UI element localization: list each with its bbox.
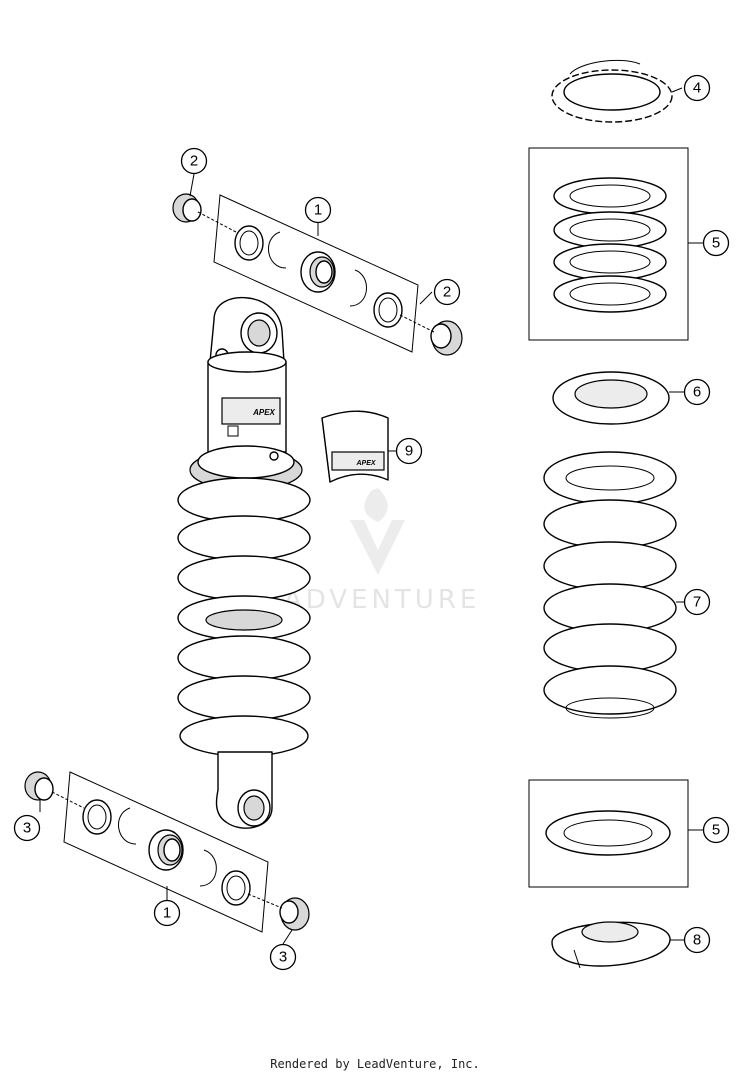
svg-text:4: 4 <box>693 80 701 97</box>
spring-seat <box>552 371 670 425</box>
upper-seal-ring-right <box>373 292 403 328</box>
upper-circlip-left <box>268 231 287 269</box>
adjuster-ring <box>551 59 673 123</box>
callout-2-right: 2 <box>433 278 461 306</box>
lower-bushing-left <box>24 771 85 809</box>
svg-text:8: 8 <box>693 932 701 949</box>
lower-kit-panel <box>63 771 269 933</box>
upper-circlip-right <box>349 269 367 307</box>
sleeve-decal-text: APEX <box>355 460 376 467</box>
callout-3-left: 3 <box>13 814 41 842</box>
upper-spherical-bearing <box>300 251 336 293</box>
callout-3-right: 3 <box>269 943 297 971</box>
upper-bearing-kit <box>213 194 419 353</box>
svg-text:2: 2 <box>190 153 198 170</box>
callout-5-upper: 5 <box>702 229 730 257</box>
callout-1-upper: 1 <box>304 196 332 224</box>
upper-bushing-left <box>172 193 237 233</box>
upper-seal-ring <box>234 225 264 261</box>
svg-text:1: 1 <box>163 905 171 922</box>
svg-text:9: 9 <box>405 443 413 460</box>
footer-credit: Rendered by LeadVenture, Inc. <box>270 1057 480 1071</box>
shock-spring <box>177 477 311 757</box>
svg-text:3: 3 <box>23 820 31 837</box>
lower-spherical-bearing <box>148 829 184 871</box>
shock-absorber: APEX <box>177 296 311 829</box>
callout-7: 7 <box>683 588 711 616</box>
callout-6: 6 <box>683 378 711 406</box>
callout-8: 8 <box>683 926 711 954</box>
svg-text:3: 3 <box>279 949 287 966</box>
lower-bushing-right <box>247 893 310 931</box>
callout-4: 4 <box>683 74 711 102</box>
shock-decal-text: APEX <box>252 408 275 417</box>
spacer-kit-lower <box>528 779 689 888</box>
upper-kit-panel <box>213 194 419 353</box>
svg-text:2: 2 <box>443 284 451 301</box>
callout-9: 9 <box>395 437 423 465</box>
svg-text:5: 5 <box>712 822 720 839</box>
spacer-kit-upper <box>528 147 689 341</box>
svg-text:1: 1 <box>314 202 322 219</box>
lower-spring-seat <box>551 921 671 969</box>
callout-5-lower: 5 <box>702 816 730 844</box>
leader-lines <box>39 87 703 945</box>
svg-text:7: 7 <box>693 594 701 611</box>
shock-decal <box>221 397 281 425</box>
upper-bushing-right <box>399 314 463 356</box>
svg-text:6: 6 <box>693 384 701 401</box>
lower-bearing-kit <box>63 771 269 933</box>
callout-1-lower: 1 <box>153 899 181 927</box>
svg-text:5: 5 <box>712 235 720 252</box>
callout-2-left: 2 <box>180 147 208 175</box>
main-spring <box>543 451 677 719</box>
protective-sleeve: APEX <box>321 410 389 483</box>
